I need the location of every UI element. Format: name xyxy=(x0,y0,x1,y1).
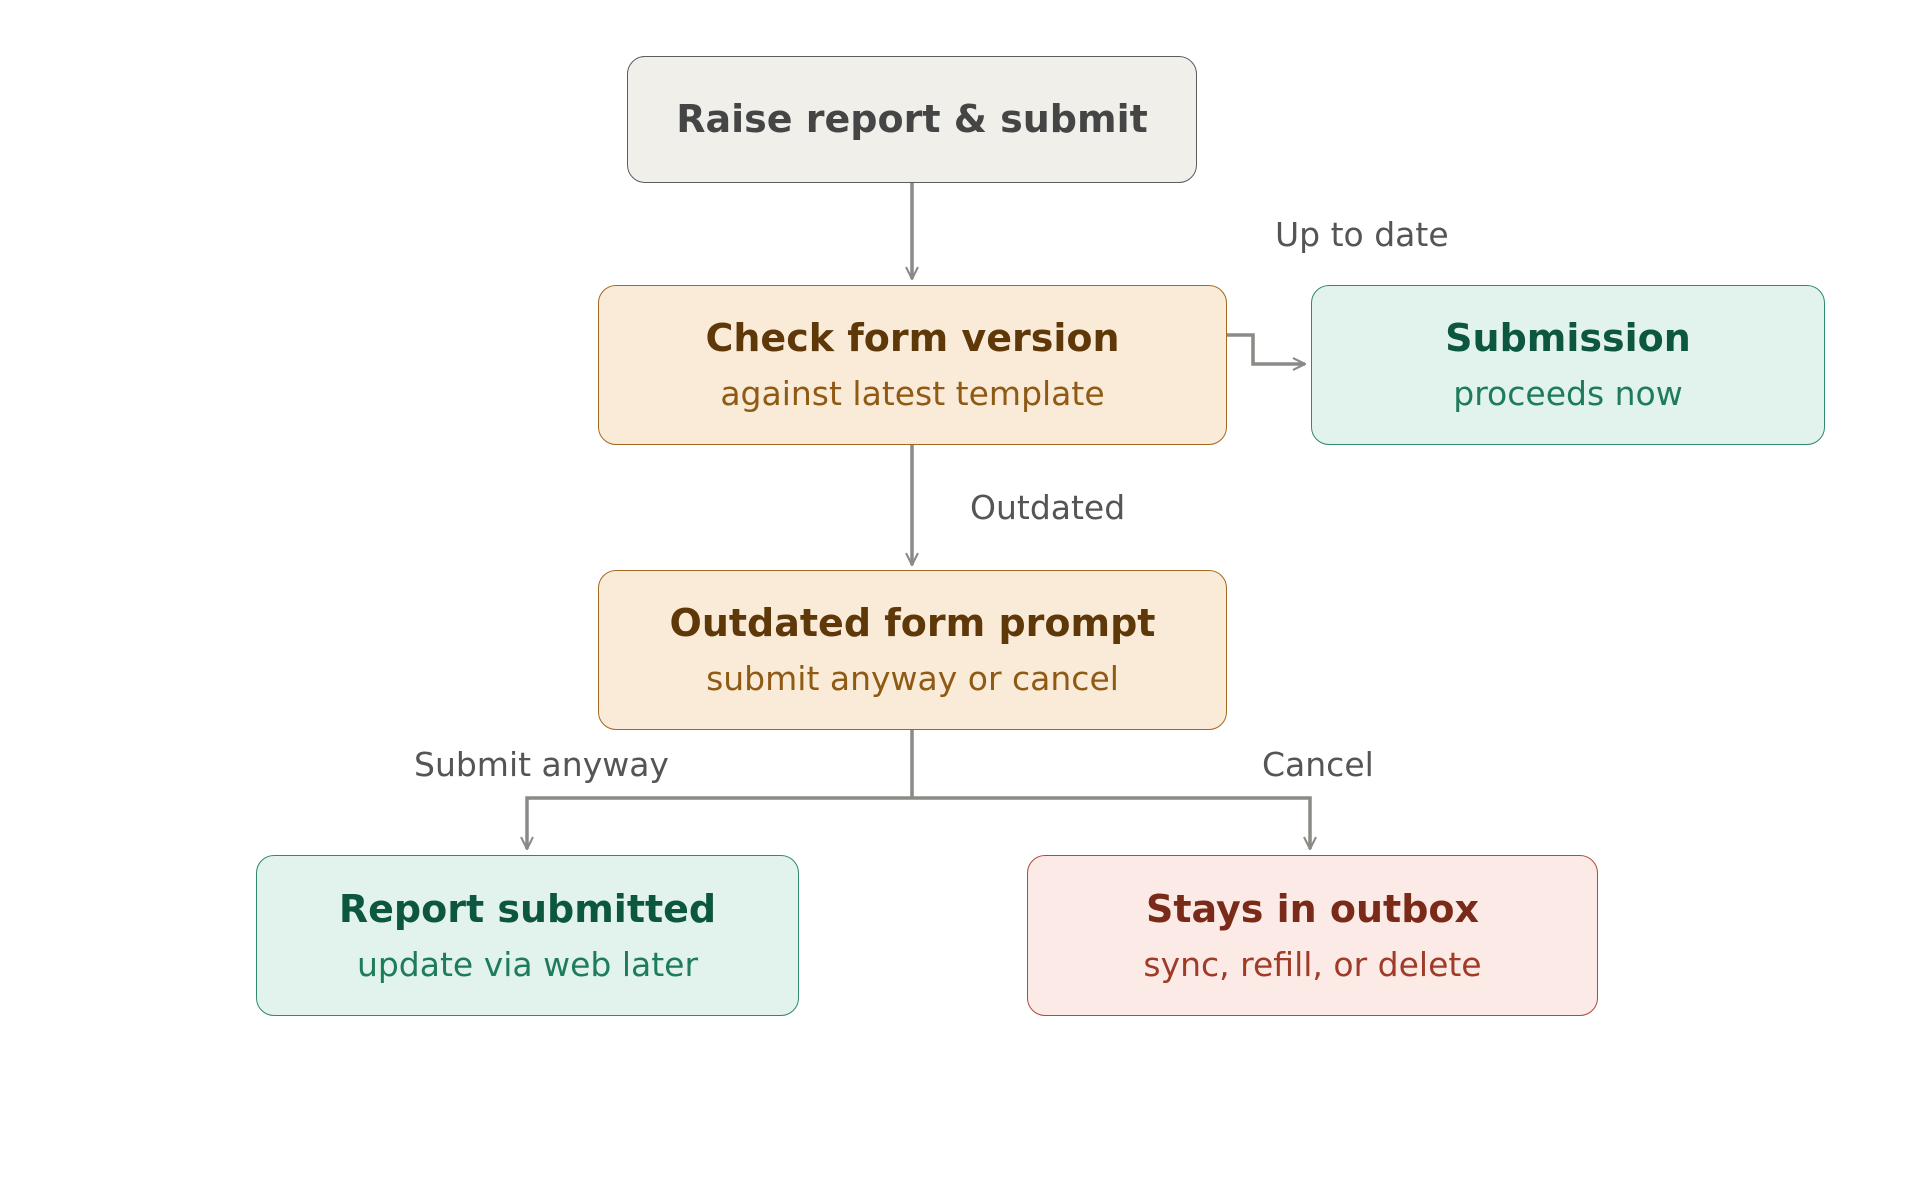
node-report-submitted-subtitle: update via web later xyxy=(356,944,699,984)
edge-label-up-to-date: Up to date xyxy=(1275,215,1449,254)
edge-label-outdated: Outdated xyxy=(970,488,1126,527)
connector-prompt-to-outbox xyxy=(912,796,1317,851)
node-outdated-form-prompt-subtitle: submit anyway or cancel xyxy=(706,659,1119,698)
node-check-form-version: Check form version against latest templa… xyxy=(598,285,1227,445)
node-stays-in-outbox-subtitle: sync, refill, or delete xyxy=(1143,944,1482,984)
node-outdated-form-prompt-title: Outdated form prompt xyxy=(669,601,1156,646)
connector-prompt-to-submitted xyxy=(520,796,912,851)
edge-label-cancel: Cancel xyxy=(1262,745,1374,784)
node-check-form-version-subtitle: against latest template xyxy=(720,374,1105,413)
node-submission: Submission proceeds now xyxy=(1311,285,1825,445)
node-report-submitted-title: Report submitted xyxy=(338,886,717,931)
node-submission-title: Submission xyxy=(1445,316,1691,361)
edge-label-submit-anyway: Submit anyway xyxy=(414,745,669,784)
node-report-submitted: Report submitted update via web later xyxy=(256,855,799,1016)
node-outdated-form-prompt: Outdated form prompt submit anyway or ca… xyxy=(598,570,1227,730)
node-stays-in-outbox: Stays in outbox sync, refill, or delete xyxy=(1027,855,1598,1016)
node-submission-subtitle: proceeds now xyxy=(1453,374,1683,413)
node-raise-report-title: Raise report & submit xyxy=(676,96,1148,141)
node-check-form-version-title: Check form version xyxy=(705,316,1120,361)
node-raise-report: Raise report & submit xyxy=(627,56,1197,183)
node-stays-in-outbox-title: Stays in outbox xyxy=(1145,886,1480,931)
connector-check-to-submission xyxy=(1227,333,1307,371)
